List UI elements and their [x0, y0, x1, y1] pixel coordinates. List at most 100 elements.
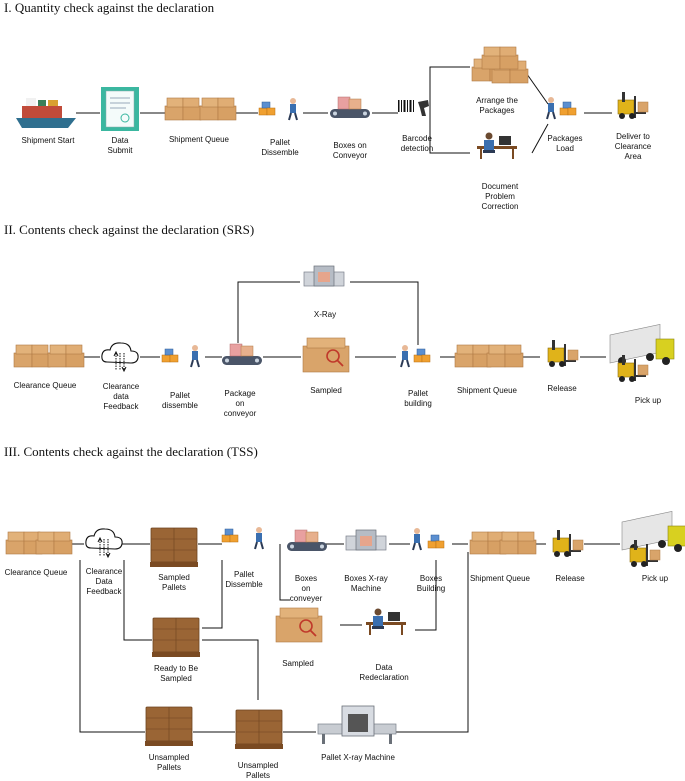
label-pallet-dissemble-3b: Dissemble	[225, 580, 263, 589]
boxes-icon	[427, 534, 445, 549]
label-barcode-1: Barcode	[402, 134, 432, 143]
boxes-icon	[199, 97, 237, 121]
label-data-redeclaration-a: Data	[376, 663, 393, 672]
label-feedback-2b: data	[113, 392, 129, 401]
boxes-icon	[13, 344, 51, 368]
label-boxes-building-a: Boxes	[420, 574, 442, 583]
label-data-redeclaration-b: Redeclaration	[359, 673, 408, 682]
section-title-1: I. Quantity check against the declaratio…	[4, 0, 215, 15]
label-boxes-building-b: Building	[417, 584, 445, 593]
label-package-conveyor-a: Package	[224, 389, 256, 398]
label-deliver-3: Area	[625, 152, 642, 161]
label-document-2: Problem	[485, 192, 515, 201]
sampled-box-icon	[275, 607, 323, 643]
label-unsampled-2b: Pallets	[246, 771, 270, 780]
boxes-icon	[35, 531, 73, 555]
label-data-submit-1: Data	[112, 136, 129, 145]
label-shipment-queue-1: Shipment Queue	[169, 135, 230, 144]
label-release-2: Release	[547, 384, 577, 393]
label-barcode-2: detection	[401, 144, 433, 153]
label-shipment-queue-3: Shipment Queue	[470, 574, 531, 583]
label-package-conveyor-c: conveyor	[224, 409, 257, 418]
xray-machine-icon	[345, 529, 387, 551]
label-pallet-dissemble-2b: dissemble	[162, 401, 199, 410]
label-packages-load-2: Load	[556, 144, 574, 153]
ship-icon	[16, 98, 76, 128]
label-unsampled-1b: Pallets	[157, 763, 181, 772]
package-stack-icon	[471, 46, 529, 84]
document-icon	[101, 87, 139, 131]
boxes-icon	[486, 344, 524, 368]
label-document-1: Document	[482, 182, 519, 191]
barcode-scanner-icon	[398, 100, 429, 116]
label-feedback-2c: Feedback	[103, 402, 139, 411]
worker-icon	[400, 344, 410, 368]
worker-icon	[190, 344, 200, 368]
boxes-icon	[499, 531, 537, 555]
forklift-icon	[547, 339, 579, 368]
label-pickup-3: Pick up	[642, 574, 669, 583]
label-unsampled-1a: Unsampled	[149, 753, 189, 762]
boxes-icon	[164, 97, 202, 121]
conveyor-icon	[221, 343, 263, 366]
label-unsampled-2a: Unsampled	[238, 761, 278, 770]
label-boxes-conveyer-b: on	[302, 584, 311, 593]
forklift-icon	[617, 91, 649, 120]
label-ready-sampled-b: Sampled	[160, 674, 192, 683]
pallet-icon	[234, 709, 284, 750]
label-release-3: Release	[555, 574, 585, 583]
section-title-3: III. Contents check against the declarat…	[4, 444, 258, 459]
pallet-xray-machine-icon	[317, 705, 397, 744]
boxes-icon	[413, 348, 431, 363]
boxes-icon	[559, 101, 577, 116]
label-sampled-pallets-a: Sampled	[158, 573, 190, 582]
cloud-feedback-icon	[85, 528, 123, 558]
label-pallet-building-b: building	[404, 399, 432, 408]
label-pallet-dissemble-1b: Dissemble	[261, 148, 299, 157]
label-boxes-conveyer-c: conveyer	[290, 594, 323, 603]
boxes-icon	[161, 348, 179, 363]
label-deliver-2: Clearance	[615, 142, 652, 151]
label-package-conveyor-b: on	[236, 399, 245, 408]
label-deliver-1: Deliver to	[616, 132, 650, 141]
section-title-2: II. Contents check against the declarati…	[4, 222, 254, 237]
label-feedback-3b: Data	[96, 577, 113, 586]
label-clearance-queue-2: Clearance Queue	[14, 381, 77, 390]
label-pallet-building-a: Pallet	[408, 389, 429, 398]
boxes-icon	[258, 101, 276, 116]
flow-lines-3	[70, 543, 620, 733]
label-feedback-3c: Feedback	[86, 587, 122, 596]
cloud-feedback-icon	[101, 342, 139, 372]
label-boxes-xray-a: Boxes X-ray	[344, 574, 388, 583]
label-sampled-2: Sampled	[310, 386, 342, 395]
sampled-box-icon	[302, 337, 350, 373]
label-pickup-2: Pick up	[635, 396, 662, 405]
truck-icon	[621, 510, 685, 553]
worker-icon	[288, 97, 298, 121]
forklift-icon	[617, 354, 649, 383]
pallet-icon	[151, 617, 201, 658]
label-shipment-start: Shipment Start	[22, 136, 76, 145]
label-packages-load-1: Packages	[547, 134, 582, 143]
label-feedback-2a: Clearance	[103, 382, 140, 391]
boxes-icon	[47, 344, 85, 368]
label-boxes-xray-b: Machine	[351, 584, 382, 593]
truck-icon	[609, 323, 675, 366]
label-pallet-dissemble-3a: Pallet	[234, 570, 255, 579]
label-shipment-queue-2: Shipment Queue	[457, 386, 518, 395]
label-boxes-conveyor-1b: Conveyor	[333, 151, 368, 160]
label-pallet-xray: Pallet X-ray Machine	[321, 753, 395, 762]
label-data-submit-2: Submit	[108, 146, 134, 155]
boxes-icon	[454, 344, 492, 368]
label-arrange-2: Packages	[479, 106, 514, 115]
label-arrange-1: Arrange the	[476, 96, 518, 105]
worker-icon	[254, 526, 264, 550]
conveyor-icon	[286, 529, 328, 552]
desk-worker-icon	[477, 132, 517, 159]
label-document-3: Correction	[482, 202, 519, 211]
pallet-icon	[144, 706, 194, 747]
label-clearance-queue-3: Clearance Queue	[5, 568, 68, 577]
flow-lines-1	[76, 66, 612, 154]
pallet-icon	[149, 527, 199, 568]
